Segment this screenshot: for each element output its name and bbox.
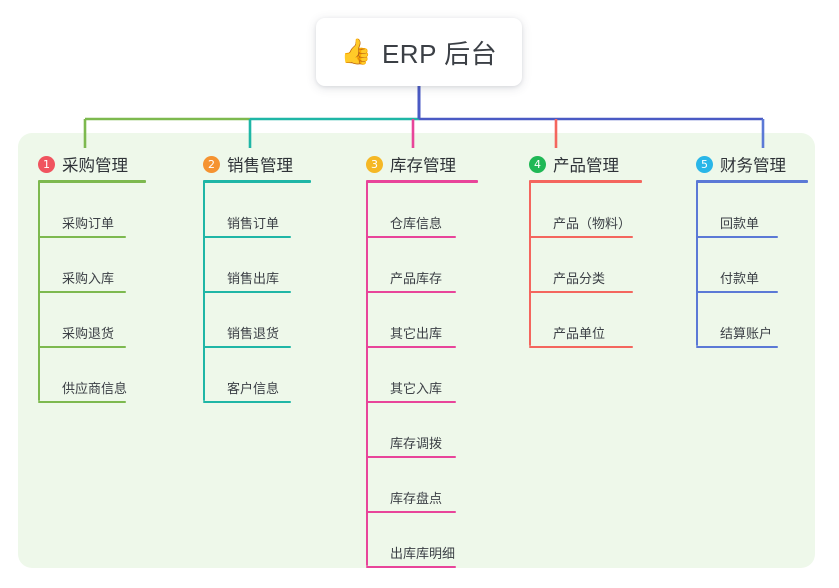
leaf-node-rule (203, 236, 291, 238)
column-header-2[interactable]: 2 销售管理 (203, 145, 311, 183)
leaf-node[interactable]: 其它入库 (366, 348, 456, 403)
column-badge-icon-3: 3 (366, 155, 383, 173)
leaf-node-rule (38, 401, 126, 403)
column-header-5[interactable]: 5 财务管理 (696, 145, 808, 183)
leaf-node-label: 采购订单 (62, 216, 115, 231)
column-5: 5 财务管理回款单付款单结算账户 (696, 145, 808, 348)
leaf-node-label: 销售出库 (227, 271, 280, 286)
leaf-node-label: 其它入库 (390, 381, 443, 396)
column-title-1: 采购管理 (62, 157, 128, 175)
leaf-node-label: 供应商信息 (62, 381, 128, 396)
leaf-node-label: 结算账户 (720, 326, 773, 341)
leaf-node-rule (38, 346, 126, 348)
leaf-node[interactable]: 库存盘点 (366, 458, 456, 513)
column-1: 1 采购管理采购订单采购入库采购退货供应商信息 (38, 145, 146, 403)
leaf-node[interactable]: 供应商信息 (38, 348, 128, 403)
leaf-node-label: 客户信息 (227, 381, 280, 396)
leaf-node-rule (696, 236, 778, 238)
column-header-3[interactable]: 3 库存管理 (366, 145, 478, 183)
thumbs-up-icon: 👍 (340, 37, 372, 66)
column-4: 4 产品管理产品（物料） 产品分类产品单位 (529, 145, 642, 348)
leaf-node-rule (529, 291, 633, 293)
leaf-node-label: 产品分类 (553, 271, 606, 286)
root-node-title: ERP 后台 (381, 38, 498, 69)
leaf-node-label: 销售订单 (227, 216, 280, 231)
leaf-node-label: 库存盘点 (390, 491, 443, 506)
column-badge-icon-4: 4 (529, 155, 546, 173)
leaf-node-label: 销售退货 (227, 326, 280, 341)
leaf-node-rule (203, 401, 291, 403)
leaf-node-rule (366, 456, 456, 458)
leaf-node-label: 产品单位 (553, 326, 606, 341)
column-badge-icon-1: 1 (38, 155, 55, 173)
column-2: 2 销售管理销售订单销售出库销售退货客户信息 (203, 145, 311, 403)
leaf-node[interactable]: 销售退货 (203, 293, 291, 348)
leaf-node-rule (696, 291, 778, 293)
column-spine-5 (696, 181, 698, 346)
leaf-node[interactable]: 产品（物料） (529, 183, 633, 238)
leaf-node-rule (38, 291, 126, 293)
leaf-node[interactable]: 出库库明细 (366, 513, 456, 568)
column-header-1[interactable]: 1 采购管理 (38, 145, 146, 183)
column-header-rule-3 (366, 180, 478, 183)
leaf-node-label: 回款单 (720, 216, 760, 231)
column-header-4[interactable]: 4 产品管理 (529, 145, 642, 183)
column-title-5: 财务管理 (720, 157, 786, 175)
leaf-node[interactable]: 产品分类 (529, 238, 633, 293)
column-header-rule-2 (203, 180, 311, 183)
leaf-node[interactable]: 采购订单 (38, 183, 126, 238)
leaf-node-rule (366, 401, 456, 403)
column-header-rule-4 (529, 180, 642, 183)
leaf-node-label: 库存调拨 (390, 436, 443, 451)
leaf-node-rule (366, 511, 456, 513)
leaf-node-rule (529, 346, 633, 348)
leaf-node-label: 出库库明细 (390, 546, 456, 561)
column-title-3: 库存管理 (390, 157, 456, 175)
leaf-node[interactable]: 销售订单 (203, 183, 291, 238)
leaf-node-rule (366, 346, 456, 348)
column-badge-icon-2: 2 (203, 155, 220, 173)
column-spine-4 (529, 181, 531, 346)
leaf-node-rule (203, 291, 291, 293)
leaf-node[interactable]: 付款单 (696, 238, 778, 293)
leaf-node[interactable]: 销售出库 (203, 238, 291, 293)
column-3: 3 库存管理仓库信息产品库存其它出库其它入库库存调拨库存盘点出库库明细 (366, 145, 478, 568)
leaf-node-rule (366, 291, 456, 293)
leaf-node[interactable]: 产品单位 (529, 293, 633, 348)
leaf-node-label: 产品库存 (390, 271, 443, 286)
column-title-2: 销售管理 (227, 157, 293, 175)
leaf-node-label: 采购退货 (62, 326, 115, 341)
leaf-node-label: 付款单 (720, 271, 760, 286)
leaf-node-rule (366, 236, 456, 238)
column-title-4: 产品管理 (553, 157, 619, 175)
leaf-node[interactable]: 仓库信息 (366, 183, 456, 238)
leaf-node[interactable]: 采购退货 (38, 293, 126, 348)
leaf-node-label: 其它出库 (390, 326, 443, 341)
column-badge-icon-5: 5 (696, 155, 713, 173)
column-header-rule-5 (696, 180, 808, 183)
leaf-node-rule (203, 346, 291, 348)
leaf-node[interactable]: 回款单 (696, 183, 778, 238)
leaf-node[interactable]: 库存调拨 (366, 403, 456, 458)
leaf-node-rule (38, 236, 126, 238)
leaf-node[interactable]: 结算账户 (696, 293, 778, 348)
root-node-card[interactable]: 👍 ERP 后台 (316, 18, 522, 86)
leaf-node[interactable]: 客户信息 (203, 348, 291, 403)
leaf-node-rule (366, 566, 456, 568)
leaf-node-rule (529, 236, 633, 238)
column-spine-3 (366, 181, 368, 566)
diagram-panel (18, 133, 815, 568)
leaf-node[interactable]: 其它出库 (366, 293, 456, 348)
column-header-rule-1 (38, 180, 146, 183)
leaf-node-label: 仓库信息 (390, 216, 443, 231)
leaf-node[interactable]: 产品库存 (366, 238, 456, 293)
leaf-node-label: 采购入库 (62, 271, 115, 286)
leaf-node-label: 产品（物料） (553, 216, 632, 231)
leaf-node[interactable]: 采购入库 (38, 238, 126, 293)
leaf-node-rule (696, 346, 778, 348)
